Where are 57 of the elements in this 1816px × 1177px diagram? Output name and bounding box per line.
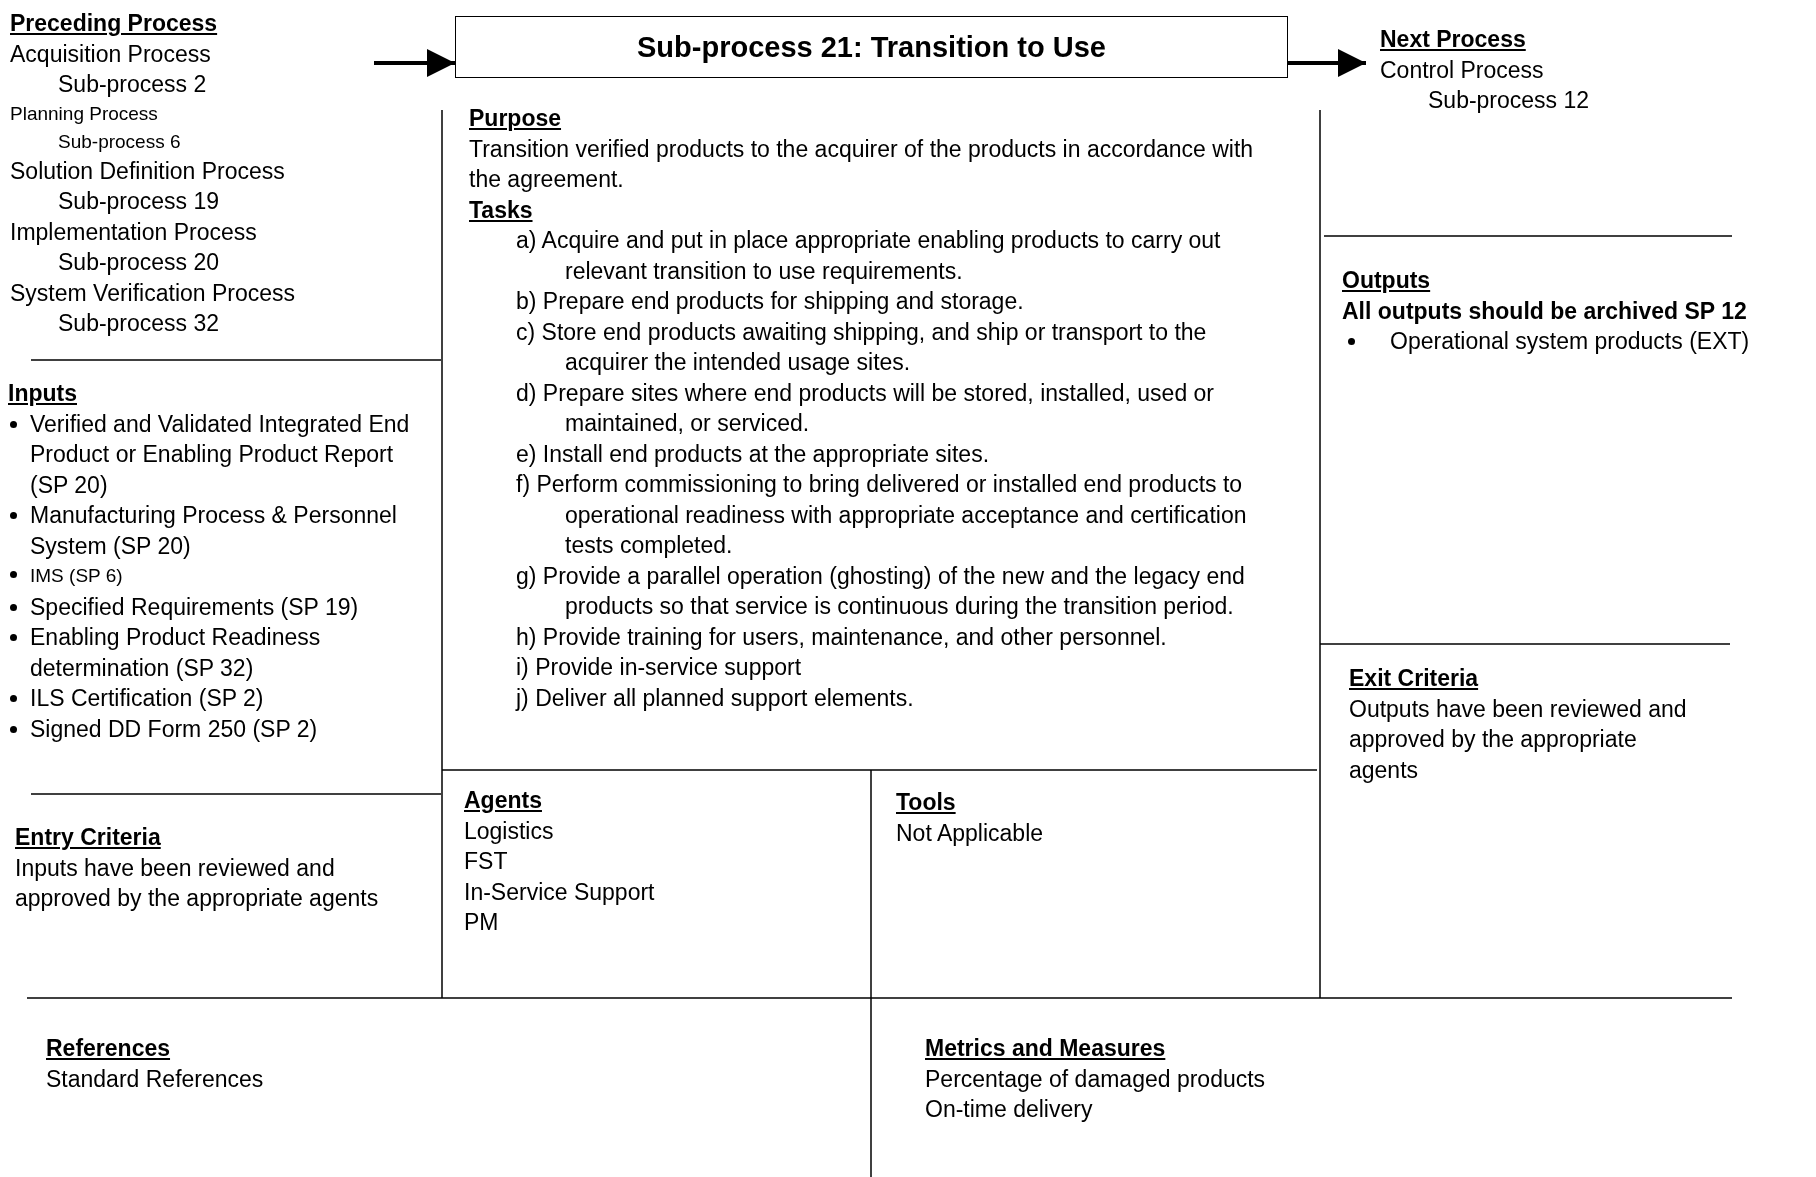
task-item: b) Prepare end products for shipping and storage.: [515, 287, 1025, 316]
arrow: [374, 49, 455, 77]
section-heading: Metrics and Measures: [925, 1034, 1167, 1063]
section-heading: Agents: [464, 786, 543, 815]
body-text: Planning Process: [10, 101, 159, 126]
note-text: All outputs should be archived SP 12: [1342, 296, 1748, 326]
section-heading: Purpose: [469, 104, 563, 133]
section-heading: Next Process: [1380, 25, 1527, 54]
task-item: h) Provide training for users, maintenance, and other personnel.: [515, 622, 1168, 652]
body-text: Implementation Process: [10, 217, 258, 247]
body-text: Sub-process 2: [57, 70, 208, 99]
body-text: Percentage of damaged products: [925, 1064, 1267, 1094]
bullet-item: Specified Requirements (SP 19): [30, 592, 360, 622]
bullet-item: Operational system products (EXT): [1390, 327, 1751, 356]
section-heading: Tools: [896, 788, 957, 817]
section-heading: Tasks: [469, 195, 534, 225]
body-text: Sub-process 20: [57, 248, 221, 277]
task-item: f) Perform commissioning to bring delivered or installed end products to operational readiness with appropriate acceptance and certification tests completed.: [515, 470, 1248, 560]
task-item: g) Provide a parallel operation (ghosting) of the new and the legacy end products so that service is continuous during the transition period.: [515, 561, 1246, 621]
body-text: Transition verified products to the acquirer of the products in accordance with the agreement.: [469, 134, 1255, 194]
section-heading: Preceding Process: [10, 9, 219, 38]
section-heading: Exit Criteria: [1349, 664, 1480, 693]
task-item: d) Prepare sites where end products will be stored, installed, used or maintained, or serviced.: [515, 378, 1216, 438]
body-text: Standard References: [46, 1064, 265, 1094]
body-text: Sub-process 32: [57, 309, 221, 338]
body-text: FST: [464, 847, 509, 876]
section-heading: Inputs: [8, 379, 78, 408]
body-text: Acquisition Process: [10, 39, 212, 69]
bullet-item: ILS Certification (SP 2): [30, 684, 265, 713]
bullet-item: Verified and Validated Integrated End Product or Enabling Product Report (SP 20): [30, 409, 411, 500]
body-text: PM: [464, 908, 500, 937]
body-text: System Verification Process: [10, 278, 297, 308]
bullet-item: Manufacturing Process & Personnel System (SP 20): [30, 501, 398, 561]
bullet-item: Enabling Product Readiness determination (SP 32): [30, 623, 322, 683]
task-item: j) Deliver all planned support elements.: [514, 683, 915, 713]
body-text: In-Service Support: [464, 877, 656, 907]
task-item: e) Install end products at the appropriate sites.: [515, 439, 991, 469]
body-text: Logistics: [464, 816, 555, 846]
process-title-box: Sub-process 21: Transition to Use: [455, 16, 1288, 78]
bullet-item: IMS (SP 6): [30, 564, 124, 588]
body-text: Inputs have been reviewed and approved by the appropriate agents: [15, 853, 380, 913]
body-text: Sub-process 19: [57, 187, 221, 216]
section-heading: Outputs: [1342, 266, 1432, 295]
task-item: i) Provide in-service support: [515, 653, 803, 682]
body-text: On-time delivery: [925, 1095, 1094, 1124]
body-text: Sub-process 6: [57, 129, 182, 154]
arrow: [1288, 49, 1366, 77]
section-heading: References: [46, 1034, 172, 1063]
section-heading: Entry Criteria: [15, 823, 162, 852]
task-item: a) Acquire and put in place appropriate enabling products to carry out relevant transition to use requirements.: [515, 226, 1222, 286]
body-text: Control Process: [1380, 55, 1545, 85]
body-text: Not Applicable: [896, 818, 1045, 848]
body-text: Sub-process 12: [1427, 86, 1591, 115]
body-text: Outputs have been reviewed and approved by the appropriate agents: [1349, 694, 1688, 785]
body-text: Solution Definition Process: [10, 156, 286, 186]
bullet-item: Signed DD Form 250 (SP 2): [30, 714, 319, 744]
task-item: c) Store end products awaiting shipping, and ship or transport to the acquirer the intended usage sites.: [515, 317, 1208, 377]
